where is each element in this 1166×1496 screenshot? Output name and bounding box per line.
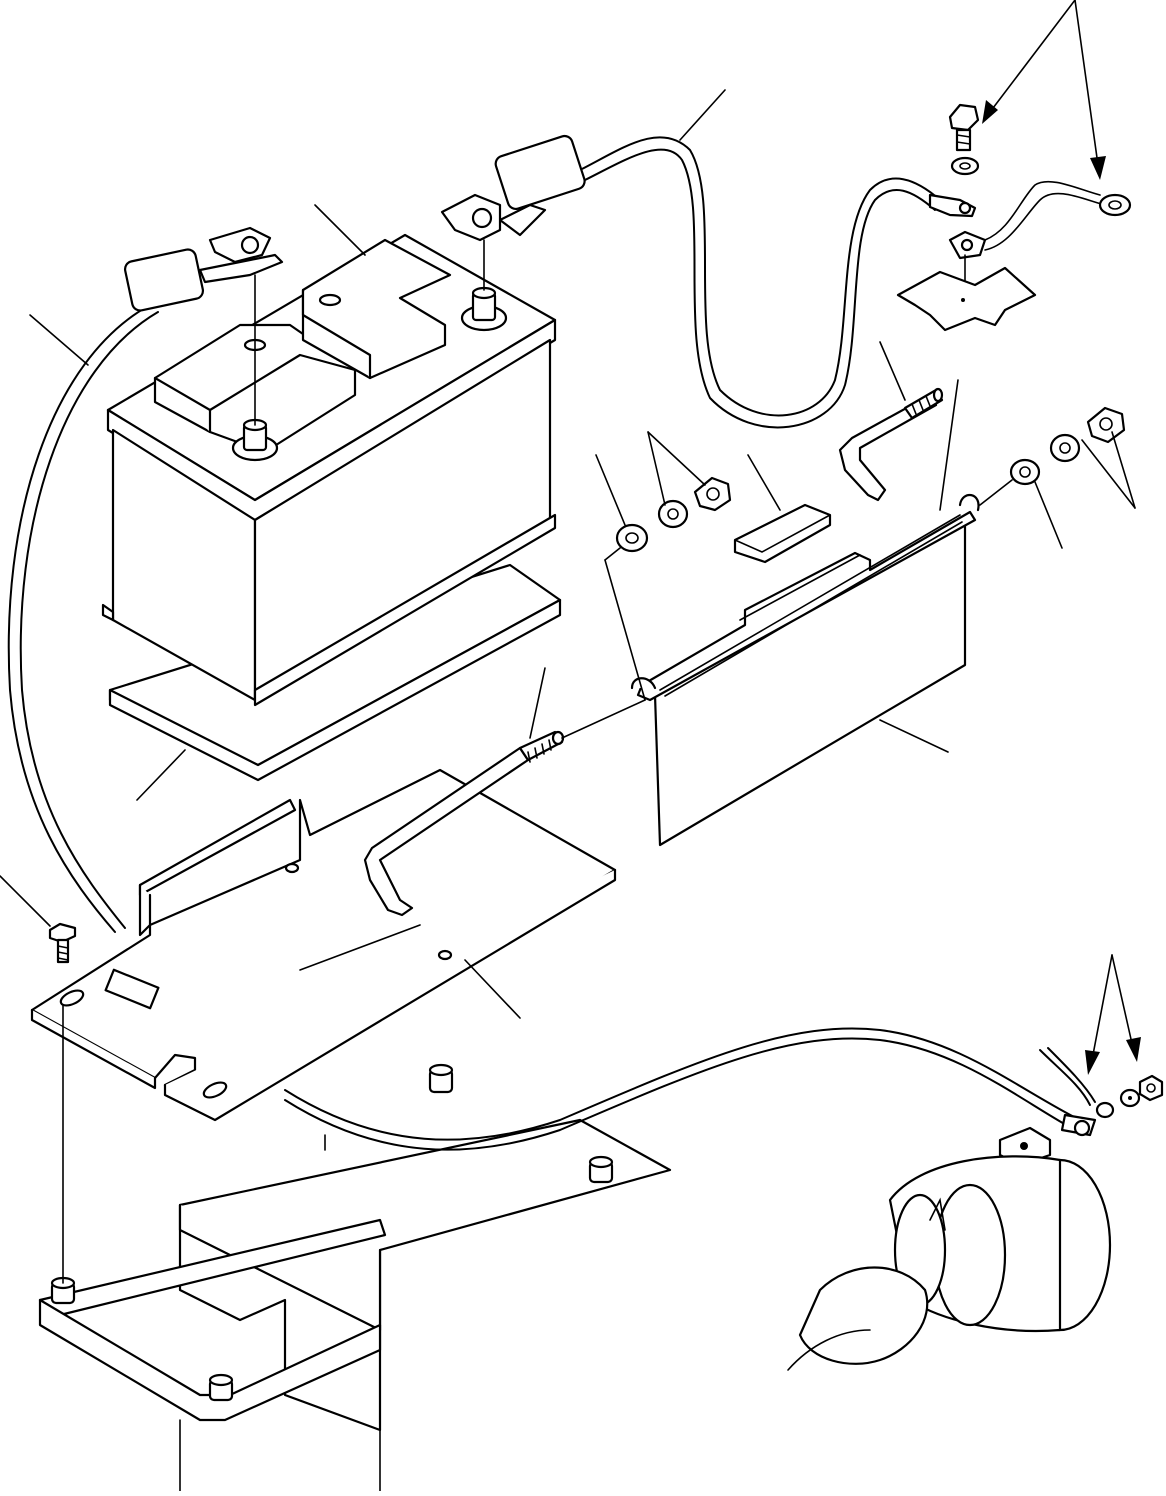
battery-tray	[30, 768, 617, 1122]
starter-nut	[1138, 1074, 1164, 1102]
callout-arrows	[982, 0, 1141, 1075]
starter-washer	[1095, 1088, 1141, 1119]
battery-cable-positive	[440, 134, 977, 429]
hold-down-bracket	[630, 494, 980, 847]
leader-lines	[0, 89, 1136, 1019]
frame-nut-2	[208, 1373, 234, 1402]
battery	[101, 233, 557, 707]
assembly-centerlines	[62, 379, 1013, 1284]
frame-nut-4	[428, 1063, 454, 1094]
j-bolt-right	[838, 387, 944, 502]
frame-nut-3	[588, 1155, 614, 1184]
ground-cable	[284, 1027, 1097, 1151]
tray-screw	[48, 922, 77, 964]
j-bolt-left	[363, 730, 565, 917]
terminal-bolt	[896, 103, 1132, 332]
positive-terminal	[460, 286, 508, 332]
left-washer-set	[615, 476, 732, 553]
right-washer-set	[1009, 406, 1126, 486]
spacer-pad	[733, 503, 832, 564]
negative-terminal	[231, 418, 279, 462]
starter-motor	[787, 1126, 1112, 1371]
mounting-frame	[38, 1063, 672, 1492]
battery-cable-negative	[7, 226, 284, 933]
